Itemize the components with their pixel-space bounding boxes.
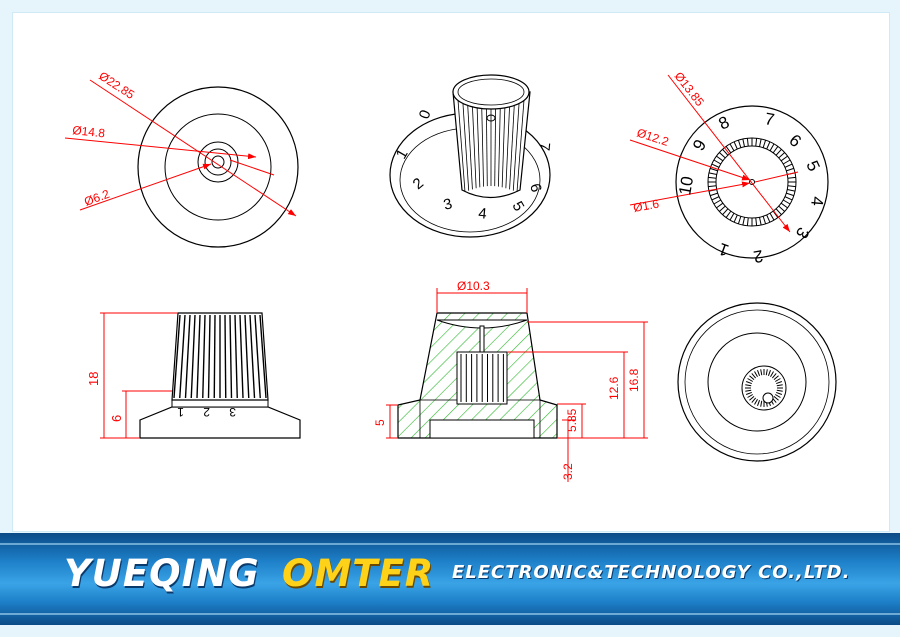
side-view: 1 2 3 18 6 xyxy=(86,312,301,439)
persp-num-0: 0 xyxy=(416,108,435,122)
dim-5-85: 5.85 xyxy=(565,408,579,432)
dim-5: 5 xyxy=(373,419,387,426)
dim-d12-2: Ø12.2 xyxy=(635,126,671,150)
dial-num-8: 8 xyxy=(716,112,733,133)
drawing-sheet xyxy=(12,12,890,532)
dim-d1-6: Ø1.6 xyxy=(632,197,660,215)
company-name-yueqing: YUEQING xyxy=(64,552,260,595)
dim-d6-2: Ø6.2 xyxy=(82,187,112,209)
bottom-view xyxy=(677,302,837,462)
perspective-view: 0 1 2 3 4 5 6 7 xyxy=(389,74,553,238)
persp-num-7: 7 xyxy=(535,142,553,152)
dim-16-8: 16.8 xyxy=(627,368,641,392)
company-banner xyxy=(0,533,900,625)
section-view: Ø10.3 5 5.85 12.6 16.8 3.2 xyxy=(373,279,648,482)
bottom-strip xyxy=(0,625,900,637)
top-view-left: Ø22.85 Ø14.8 Ø6.2 xyxy=(64,69,299,248)
dial-num-5: 5 xyxy=(802,158,823,175)
persp-num-4: 4 xyxy=(478,205,488,223)
side-num-3: 3 xyxy=(229,405,236,419)
dial-num-2: 2 xyxy=(752,246,765,266)
dim-d10-3: Ø10.3 xyxy=(457,279,490,293)
dim-18: 18 xyxy=(86,372,101,386)
company-name-omter: OMTER xyxy=(282,552,435,595)
company-name-suffix: ELECTRONIC&TECHNOLOGY CO.,LTD. xyxy=(452,562,851,583)
dial-num-4: 4 xyxy=(807,196,827,207)
side-num-2: 2 xyxy=(203,405,210,419)
dial-num-9: 9 xyxy=(689,136,710,154)
dial-num-10: 10 xyxy=(675,175,697,197)
dim-3-2: 3.2 xyxy=(561,463,575,480)
dim-12-6: 12.6 xyxy=(607,376,621,400)
technical-drawing: Ø22.85 Ø14.8 Ø6.2 0 1 2 3 4 5 6 7 xyxy=(64,69,837,482)
dial-top-view: Ø13.85 Ø12.2 Ø1.6 10 9 8 7 6 5 4 3 2 1 xyxy=(629,69,829,266)
side-num-1: 1 xyxy=(177,405,184,419)
dial-num-7: 7 xyxy=(763,109,776,129)
dim-d14-8: Ø14.8 xyxy=(72,123,106,140)
dial-num-6: 6 xyxy=(785,131,804,152)
dim-6: 6 xyxy=(109,415,124,422)
